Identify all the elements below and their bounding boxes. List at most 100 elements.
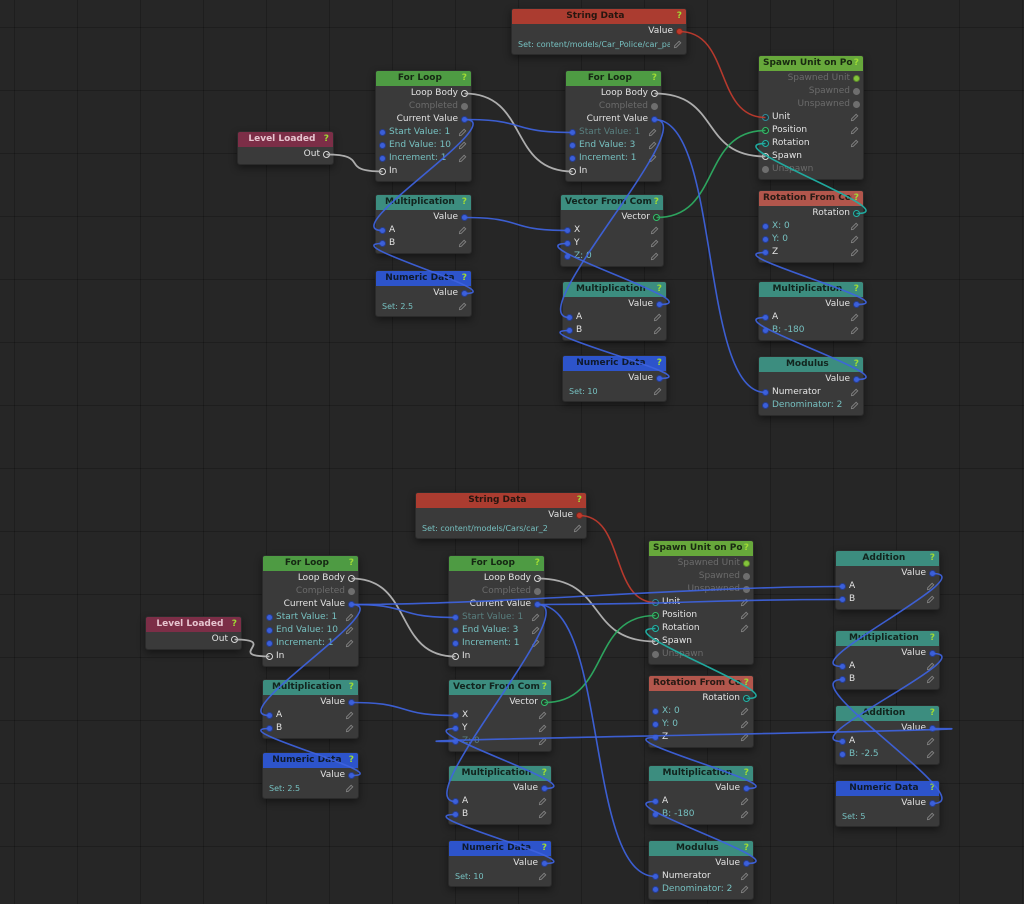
z-port[interactable] (762, 249, 769, 256)
spawned-port[interactable] (743, 573, 750, 580)
value-port[interactable] (348, 772, 355, 779)
edit-icon[interactable] (850, 388, 859, 397)
a-port[interactable] (839, 663, 846, 670)
edit-icon[interactable] (648, 141, 657, 150)
value-port[interactable] (853, 301, 860, 308)
edit-icon[interactable] (458, 226, 467, 235)
edit-icon[interactable] (538, 724, 547, 733)
node-header[interactable]: For Loop? (566, 71, 661, 86)
unit-port[interactable] (762, 114, 769, 121)
value-port[interactable] (576, 512, 583, 519)
y-port[interactable] (564, 240, 571, 247)
edit-icon[interactable] (850, 313, 859, 322)
node-header[interactable]: Numeric Data? (263, 753, 358, 768)
node-header[interactable]: Vector From Compon...? (561, 195, 663, 210)
b-port[interactable] (379, 240, 386, 247)
value-port[interactable] (461, 214, 468, 221)
unit-port[interactable] (652, 599, 659, 606)
help-icon[interactable]: ? (576, 495, 582, 505)
edit-icon[interactable] (538, 711, 547, 720)
help-icon[interactable]: ? (929, 708, 935, 718)
x-0-port[interactable] (762, 223, 769, 230)
a-port[interactable] (266, 712, 273, 719)
value-port[interactable] (676, 28, 683, 35)
edit-icon[interactable] (538, 872, 547, 881)
x-port[interactable] (452, 712, 459, 719)
value-port[interactable] (929, 650, 936, 657)
z-0-port[interactable] (452, 738, 459, 745)
wire[interactable] (654, 118, 766, 394)
help-icon[interactable]: ? (676, 11, 682, 21)
wire[interactable] (351, 585, 843, 606)
b-port[interactable] (452, 811, 459, 818)
edit-icon[interactable] (850, 401, 859, 410)
unspawned-port[interactable] (853, 101, 860, 108)
end-value-3-port[interactable] (569, 142, 576, 149)
a-port[interactable] (839, 738, 846, 745)
node-header[interactable]: Numeric Data? (836, 781, 939, 796)
node-header[interactable]: String Data? (416, 493, 586, 508)
z-port[interactable] (652, 734, 659, 741)
wire[interactable] (351, 603, 456, 619)
edit-icon[interactable] (850, 222, 859, 231)
node-header[interactable]: Numeric Data? (563, 356, 666, 371)
loop-body-port[interactable] (651, 90, 658, 97)
value-port[interactable] (656, 301, 663, 308)
spawned-unit-port[interactable] (853, 75, 860, 82)
a-port[interactable] (652, 798, 659, 805)
position-port[interactable] (762, 127, 769, 134)
help-icon[interactable]: ? (651, 73, 657, 83)
help-icon[interactable]: ? (743, 543, 749, 553)
help-icon[interactable]: ? (743, 678, 749, 688)
node-header[interactable]: Rotation From Comp...? (649, 676, 753, 691)
edit-icon[interactable] (345, 613, 354, 622)
out-port[interactable] (231, 636, 238, 643)
vector-port[interactable] (653, 214, 660, 221)
node-header[interactable]: Multiplication? (376, 195, 471, 210)
wire[interactable] (679, 30, 766, 119)
in-port[interactable] (452, 653, 459, 660)
edit-icon[interactable] (650, 226, 659, 235)
node-header[interactable]: Multiplication? (449, 766, 551, 781)
edit-icon[interactable] (458, 141, 467, 150)
node-header[interactable]: Multiplication? (263, 680, 358, 695)
wire[interactable] (464, 118, 573, 134)
loop-body-port[interactable] (534, 575, 541, 582)
rotation-port[interactable] (743, 695, 750, 702)
node-ll2[interactable]: Level Loaded?Out (145, 616, 242, 650)
edit-icon[interactable] (345, 626, 354, 635)
spawned-unit-port[interactable] (743, 560, 750, 567)
wire[interactable] (351, 701, 456, 717)
current-value-port[interactable] (534, 601, 541, 608)
edit-icon[interactable] (458, 302, 467, 311)
wire[interactable] (656, 129, 766, 219)
edit-icon[interactable] (650, 239, 659, 248)
node-spawn1[interactable]: Spawn Unit on Positi...?Spawned UnitSpaw… (758, 55, 864, 180)
node-spawn2[interactable]: Spawn Unit on Positi...?Spawned UnitSpaw… (648, 540, 754, 665)
start-value-1-port[interactable] (379, 129, 386, 136)
edit-icon[interactable] (926, 750, 935, 759)
edit-icon[interactable] (926, 582, 935, 591)
help-icon[interactable]: ? (348, 755, 354, 765)
in-port[interactable] (266, 653, 273, 660)
y-0-port[interactable] (762, 236, 769, 243)
denominator-2-port[interactable] (652, 886, 659, 893)
node-header[interactable]: Rotation From Comp...? (759, 191, 863, 206)
help-icon[interactable]: ? (653, 197, 659, 207)
edit-icon[interactable] (740, 624, 749, 633)
node-header[interactable]: Multiplication? (759, 282, 863, 297)
edit-icon[interactable] (926, 595, 935, 604)
help-icon[interactable]: ? (656, 284, 662, 294)
value-port[interactable] (656, 375, 663, 382)
